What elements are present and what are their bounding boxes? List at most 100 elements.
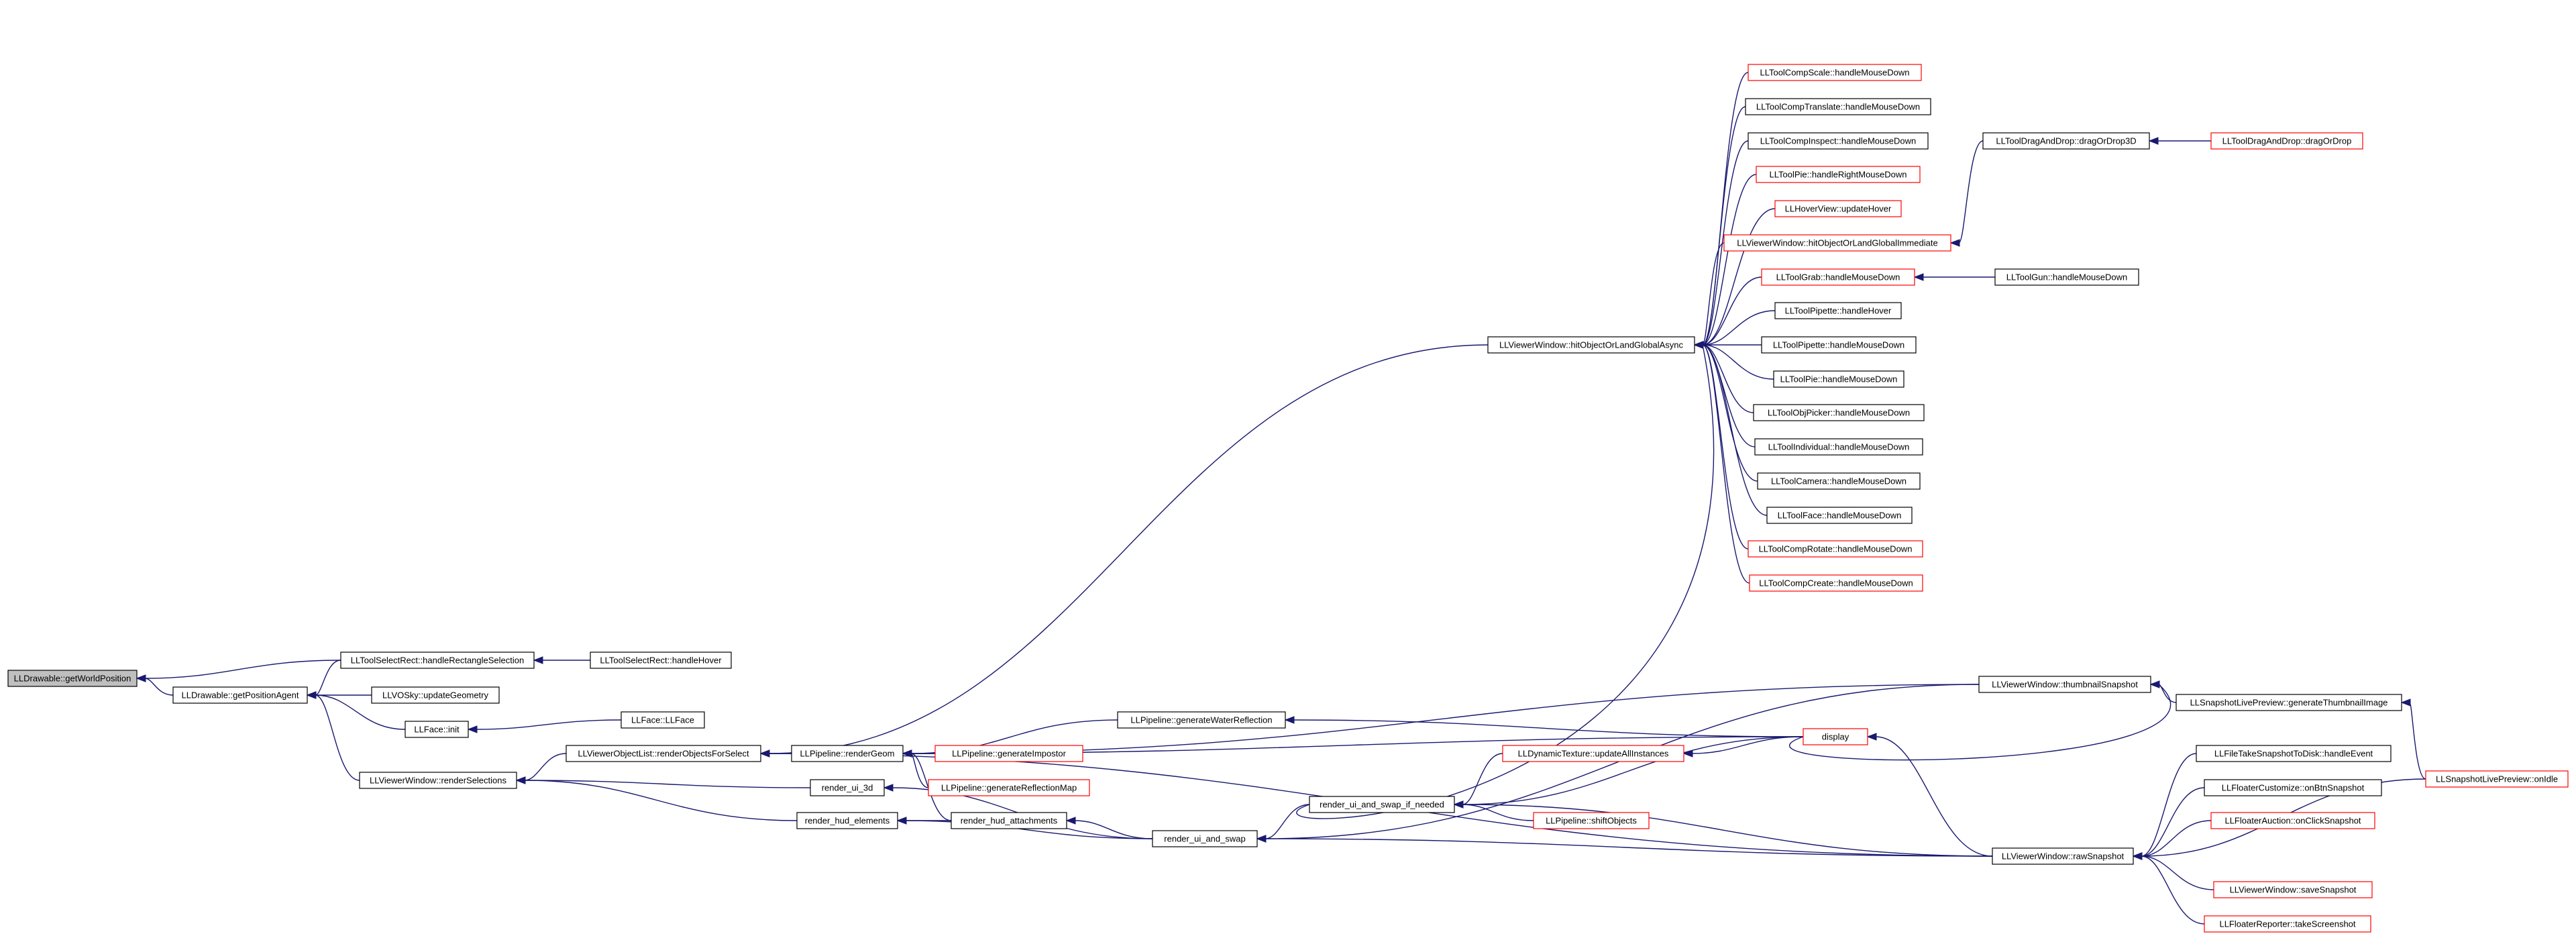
node-box[interactable] (371, 686, 500, 704)
node-box[interactable] (2213, 881, 2373, 898)
node-getWorldPosition[interactable]: LLDrawable::getWorldPosition (7, 670, 138, 687)
node-render_hud_attachments[interactable]: render_hud_attachments (951, 812, 1067, 829)
node-box[interactable] (791, 745, 904, 762)
node-box[interactable] (405, 721, 469, 738)
node-box[interactable] (1774, 200, 1902, 217)
node-box[interactable] (2204, 915, 2371, 933)
node-compRotateDown[interactable]: LLToolCompRotate::handleMouseDown (1748, 540, 1923, 558)
node-box[interactable] (1992, 847, 2134, 865)
node-display[interactable]: display (1803, 728, 1868, 745)
node-pipetteHover[interactable]: LLToolPipette::handleHover (1774, 302, 1902, 319)
node-faceCtor[interactable]: LLFace::LLFace (621, 711, 705, 729)
node-onIdle[interactable]: LLSnapshotLivePreview::onIdle (2425, 770, 2569, 788)
node-box[interactable] (2176, 694, 2402, 711)
node-box[interactable] (2425, 770, 2569, 788)
node-handleRectangleSelection[interactable]: LLToolSelectRect::handleRectangleSelecti… (340, 652, 535, 669)
node-generateWaterReflection[interactable]: LLPipeline::generateWaterReflection (1117, 711, 1286, 729)
node-box[interactable] (928, 779, 1090, 796)
node-hitObjectOrLandGlobalAsync[interactable]: LLViewerWindow::hitObjectOrLandGlobalAsy… (1487, 336, 1695, 354)
node-shiftObjects[interactable]: LLPipeline::shiftObjects (1533, 812, 1650, 829)
node-pieDown[interactable]: LLToolPie::handleMouseDown (1773, 370, 1904, 388)
node-box[interactable] (2196, 745, 2392, 762)
node-auctionOnClickSnapshot[interactable]: LLFloaterAuction::onClickSnapshot (2210, 812, 2375, 829)
node-box[interactable] (340, 652, 535, 669)
node-compCreateDown[interactable]: LLToolCompCreate::handleMouseDown (1749, 574, 1923, 592)
node-box[interactable] (1774, 302, 1902, 319)
node-box[interactable] (1978, 676, 2151, 693)
node-generateReflectionMap[interactable]: LLPipeline::generateReflectionMap (928, 779, 1090, 796)
node-box[interactable] (359, 772, 517, 789)
node-box[interactable] (951, 812, 1067, 829)
node-pipetteDown[interactable]: LLToolPipette::handleMouseDown (1761, 336, 1917, 354)
node-box[interactable] (1502, 745, 1684, 762)
node-box[interactable] (1745, 98, 1931, 115)
node-cameraDown[interactable]: LLToolCamera::handleMouseDown (1757, 472, 1921, 490)
node-customizeOnBtnSnapshot[interactable]: LLFloaterCustomize::onBtnSnapshot (2204, 779, 2382, 796)
node-takeScreenshot[interactable]: LLFloaterReporter::takeScreenshot (2204, 915, 2371, 933)
node-box[interactable] (621, 711, 705, 729)
node-generateThumbnailImage[interactable]: LLSnapshotLivePreview::generateThumbnail… (2176, 694, 2402, 711)
node-box[interactable] (1117, 711, 1286, 729)
node-box[interactable] (1757, 472, 1921, 490)
node-generateImpostor[interactable]: LLPipeline::generateImpostor (934, 745, 1083, 762)
node-thumbnailSnapshot[interactable]: LLViewerWindow::thumbnailSnapshot (1978, 676, 2151, 693)
node-getPositionAgent[interactable]: LLDrawable::getPositionAgent (172, 686, 308, 704)
node-renderObjectsForSelect[interactable]: LLViewerObjectList::renderObjectsForSele… (566, 745, 761, 762)
node-dragOrDrop[interactable]: LLToolDragAndDrop::dragOrDrop (2210, 132, 2363, 150)
node-hoverViewUpdate[interactable]: LLHoverView::updateHover (1774, 200, 1902, 217)
node-box[interactable] (1748, 132, 1929, 150)
node-objPickerDown[interactable]: LLToolObjPicker::handleMouseDown (1753, 404, 1925, 421)
node-box[interactable] (172, 686, 308, 704)
node-individualDown[interactable]: LLToolIndividual::handleMouseDown (1754, 438, 1923, 456)
node-render_ui_and_swap_if_needed[interactable]: render_ui_and_swap_if_needed (1309, 796, 1455, 813)
node-box[interactable] (2204, 779, 2382, 796)
node-selectRectHandleHover[interactable]: LLToolSelectRect::handleHover (590, 652, 732, 669)
node-gunDown[interactable]: LLToolGun::handleMouseDown (1994, 268, 2139, 286)
node-box[interactable] (2210, 812, 2375, 829)
node-box[interactable] (1761, 336, 1917, 354)
node-box[interactable] (810, 779, 885, 796)
node-box[interactable] (1533, 812, 1650, 829)
node-hitImmediate[interactable]: LLViewerWindow::hitObjectOrLandGlobalImm… (1723, 234, 1951, 252)
node-box[interactable] (590, 652, 732, 669)
node-render_ui_3d[interactable]: render_ui_3d (810, 779, 885, 796)
node-box[interactable] (1309, 796, 1455, 813)
node-box[interactable] (1753, 404, 1925, 421)
node-grabDown[interactable]: LLToolGrab::handleMouseDown (1761, 268, 1915, 286)
node-updateAllInstances[interactable]: LLDynamicTexture::updateAllInstances (1502, 745, 1684, 762)
node-renderGeom[interactable]: LLPipeline::renderGeom (791, 745, 904, 762)
node-box[interactable] (1803, 728, 1868, 745)
node-renderSelections[interactable]: LLViewerWindow::renderSelections (359, 772, 517, 789)
node-dragOrDrop3D[interactable]: LLToolDragAndDrop::dragOrDrop3D (1982, 132, 2150, 150)
node-box[interactable] (1487, 336, 1695, 354)
node-pieRightDown[interactable]: LLToolPie::handleRightMouseDown (1756, 166, 1921, 183)
node-box[interactable] (796, 812, 898, 829)
node-faceInit[interactable]: LLFace::init (405, 721, 469, 738)
node-render_hud_elements[interactable]: render_hud_elements (796, 812, 898, 829)
node-box[interactable] (566, 745, 761, 762)
node-faceToolDown[interactable]: LLToolFace::handleMouseDown (1766, 507, 1913, 524)
node-box[interactable] (934, 745, 1083, 762)
node-compScaleDown[interactable]: LLToolCompScale::handleMouseDown (1748, 64, 1922, 81)
node-box[interactable] (1749, 574, 1923, 592)
node-box[interactable] (1773, 370, 1904, 388)
node-box[interactable] (1152, 830, 1258, 847)
node-box[interactable] (1982, 132, 2150, 150)
node-saveSnapshot[interactable]: LLViewerWindow::saveSnapshot (2213, 881, 2373, 898)
node-box[interactable] (1766, 507, 1913, 524)
node-box[interactable] (1994, 268, 2139, 286)
node-render_ui_and_swap[interactable]: render_ui_and_swap (1152, 830, 1258, 847)
node-compTranslateDown[interactable]: LLToolCompTranslate::handleMouseDown (1745, 98, 1931, 115)
node-box[interactable] (1761, 268, 1915, 286)
node-box[interactable] (7, 670, 138, 687)
node-box[interactable] (1756, 166, 1921, 183)
node-box[interactable] (2210, 132, 2363, 150)
node-fileTakeSnapshot[interactable]: LLFileTakeSnapshotToDisk::handleEvent (2196, 745, 2392, 762)
node-box[interactable] (1754, 438, 1923, 456)
node-box[interactable] (1723, 234, 1951, 252)
node-rawSnapshot[interactable]: LLViewerWindow::rawSnapshot (1992, 847, 2134, 865)
node-box[interactable] (1748, 540, 1923, 558)
node-box[interactable] (1748, 64, 1922, 81)
node-skyUpdateGeometry[interactable]: LLVOSky::updateGeometry (371, 686, 500, 704)
node-compInspectDown[interactable]: LLToolCompInspect::handleMouseDown (1748, 132, 1929, 150)
